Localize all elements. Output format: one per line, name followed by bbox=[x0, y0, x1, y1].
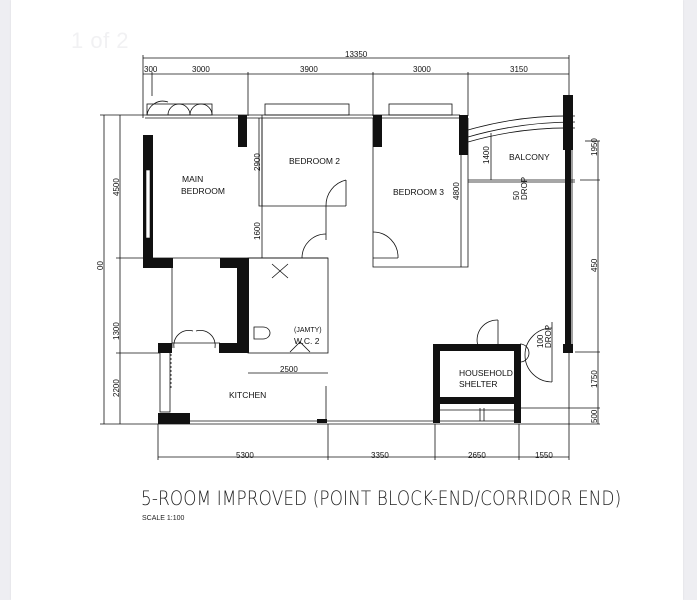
dim-top-2: 3000 bbox=[192, 65, 210, 74]
dim-top-overall: 13350 bbox=[345, 50, 368, 59]
dim-bedroom2-lower: 1600 bbox=[253, 222, 262, 240]
label-wc2-1: (JAMTY) bbox=[294, 327, 322, 334]
dim-bedroom3-depth: 4800 bbox=[452, 182, 461, 200]
dim-bottom-3: 2650 bbox=[468, 451, 486, 460]
dim-top-4: 3000 bbox=[413, 65, 431, 74]
dim-top-5: 3150 bbox=[510, 65, 528, 74]
dim-bottom-1: 5300 bbox=[236, 451, 254, 460]
dim-left-1: 4500 bbox=[112, 178, 121, 196]
label-main-bedroom-2: BEDROOM bbox=[181, 186, 225, 196]
label-bedroom-2: BEDROOM 2 bbox=[289, 156, 340, 166]
dim-bedroom2-upper: 2900 bbox=[253, 153, 262, 171]
entry-drop-label: DROP bbox=[544, 325, 553, 348]
balcony-drop-label: DROP bbox=[520, 177, 529, 200]
dim-top-1: 300 bbox=[144, 65, 158, 74]
dim-wc2-width: 2500 bbox=[280, 365, 298, 374]
dim-left-3: 2200 bbox=[112, 379, 121, 397]
dim-bottom-4: 1550 bbox=[535, 451, 553, 460]
dim-right-1: 1950 bbox=[590, 138, 599, 156]
label-bedroom-3: BEDROOM 3 bbox=[393, 187, 444, 197]
page-indicator: 1 of 2 bbox=[71, 28, 130, 53]
dim-right-2: 450 bbox=[590, 258, 599, 272]
label-shelter-1: HOUSEHOLD bbox=[459, 368, 513, 378]
dim-left-overall: 00 bbox=[96, 261, 105, 270]
dim-balcony-depth: 1400 bbox=[482, 146, 491, 164]
drawing-scale: SCALE 1:100 bbox=[142, 515, 185, 522]
dim-right-4: 500 bbox=[590, 409, 599, 423]
label-shelter-2: SHELTER bbox=[459, 379, 498, 389]
dim-left-2: 1300 bbox=[112, 322, 121, 340]
dim-right-3: 1750 bbox=[590, 370, 599, 388]
dim-bottom-2: 3350 bbox=[371, 451, 389, 460]
drawing-title: 5-ROOM IMPROVED (POINT BLOCK-END/CORRIDO… bbox=[141, 487, 622, 510]
label-main-bedroom-1: MAIN bbox=[182, 174, 203, 184]
label-kitchen: KITCHEN bbox=[229, 390, 266, 400]
entry-drop-value: 100 bbox=[536, 334, 545, 348]
dim-top-3: 3900 bbox=[300, 65, 318, 74]
label-balcony: BALCONY bbox=[509, 152, 550, 162]
label-wc2-2: W.C. 2 bbox=[294, 336, 320, 346]
balcony-drop-value: 50 bbox=[512, 191, 521, 200]
